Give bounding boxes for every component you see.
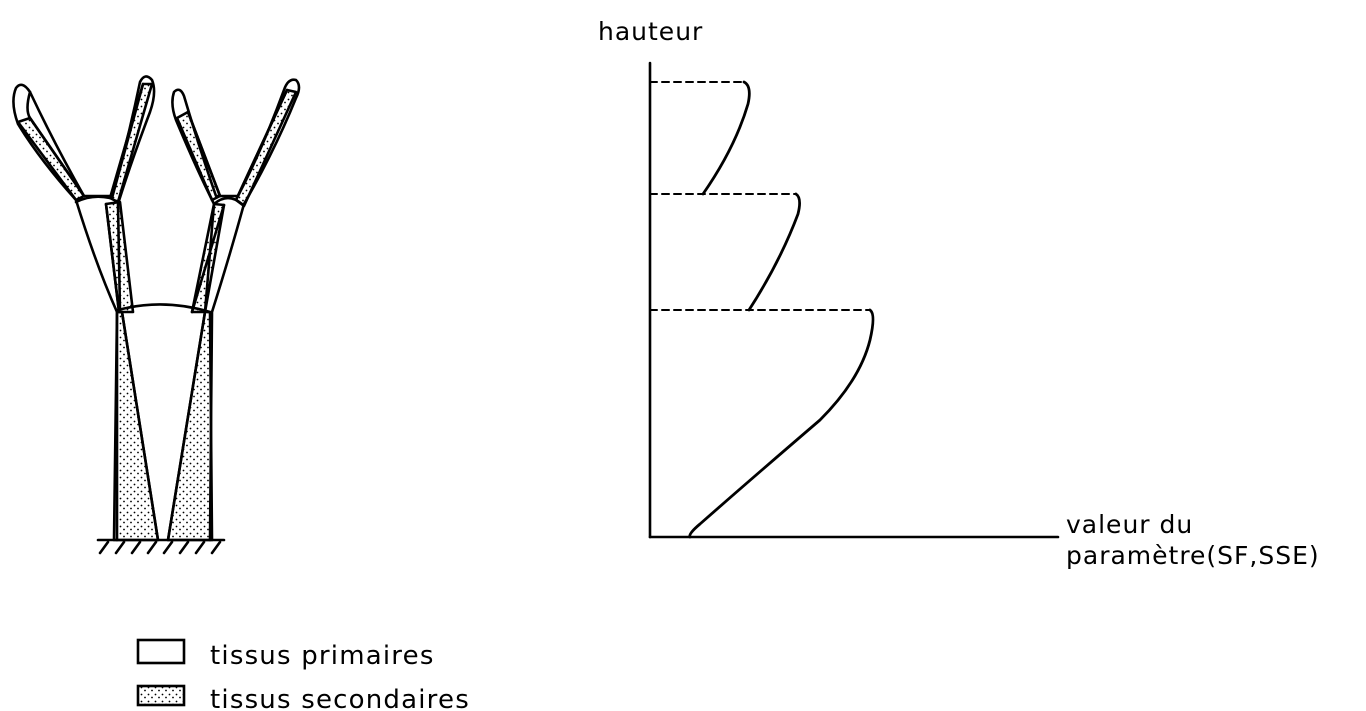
twig-inner-4 [236,90,287,200]
legend-swatch-primary [138,640,184,663]
x-axis-label-line1: valeur du [1066,510,1193,539]
graph [650,63,1058,537]
curve-segment-2 [749,194,800,310]
curve-segment-1 [703,82,749,194]
legend-label-secondary: tissus secondaires [210,685,470,711]
x-axis-label-line2: paramètre(SF,SSE) [1066,541,1320,570]
legend: tissus primaires tissus secondaires [138,640,470,711]
curve-segment-3 [690,310,873,537]
twig-secondary-1 [18,118,84,200]
ground-hatching [98,540,224,553]
twig-secondary-4 [236,90,296,206]
legend-swatch-secondary [138,686,184,705]
tree-diagram [13,76,299,540]
legend-label-primary: tissus primaires [210,641,435,671]
y-axis-label: hauteur [598,17,703,46]
